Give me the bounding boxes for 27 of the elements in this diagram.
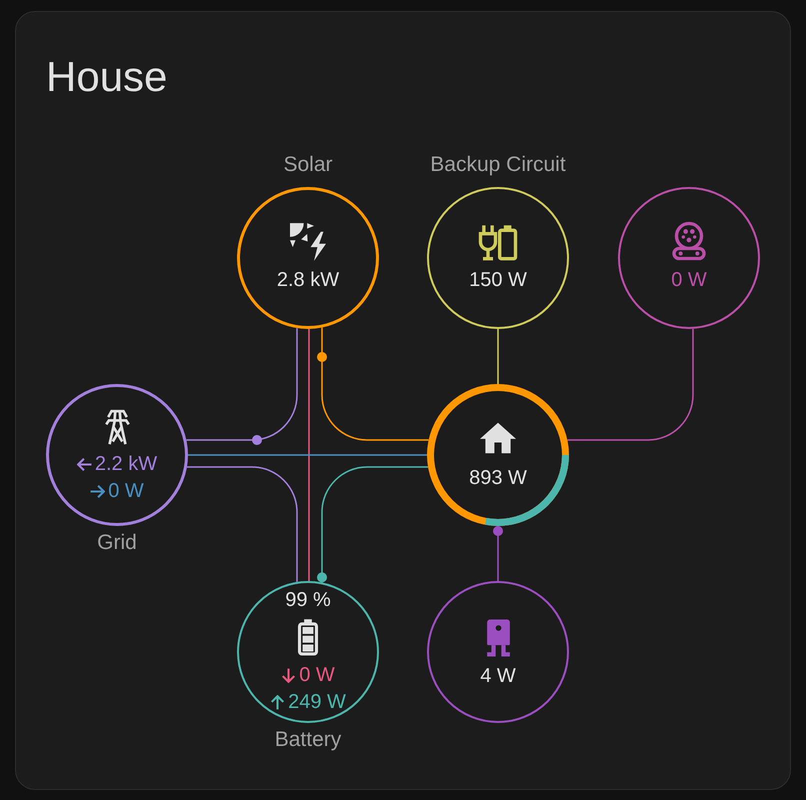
flow-line [317,466,428,582]
flow-line [187,466,298,582]
node-label: Backup Circuit [430,153,566,177]
node-label: Solar [283,153,333,177]
card-title: House [46,53,168,101]
flow-line [493,526,503,581]
power-value: 2.8 kW [276,268,340,292]
power-value: 0 W [671,268,707,292]
node-circle [618,187,760,329]
flow-line [321,328,429,441]
flow-line [188,454,427,456]
node-label: Battery [274,728,342,752]
power-value: 2.2 kW [94,452,158,476]
power-value: 249 W [288,690,346,714]
flow-line [567,328,694,441]
flow-line [186,328,298,441]
power-value: 893 W [469,466,527,490]
power-value: 4 W [480,664,516,688]
power-value: 0 W [108,479,144,503]
power-value: 0 W [299,663,335,687]
charge-percent: 99 % [285,588,331,612]
power-value: 150 W [469,268,527,292]
home-circle [427,384,569,526]
node-circle [427,581,569,723]
flow-line [497,329,499,384]
flow-line [308,329,310,581]
node-label: Grid [97,531,137,555]
